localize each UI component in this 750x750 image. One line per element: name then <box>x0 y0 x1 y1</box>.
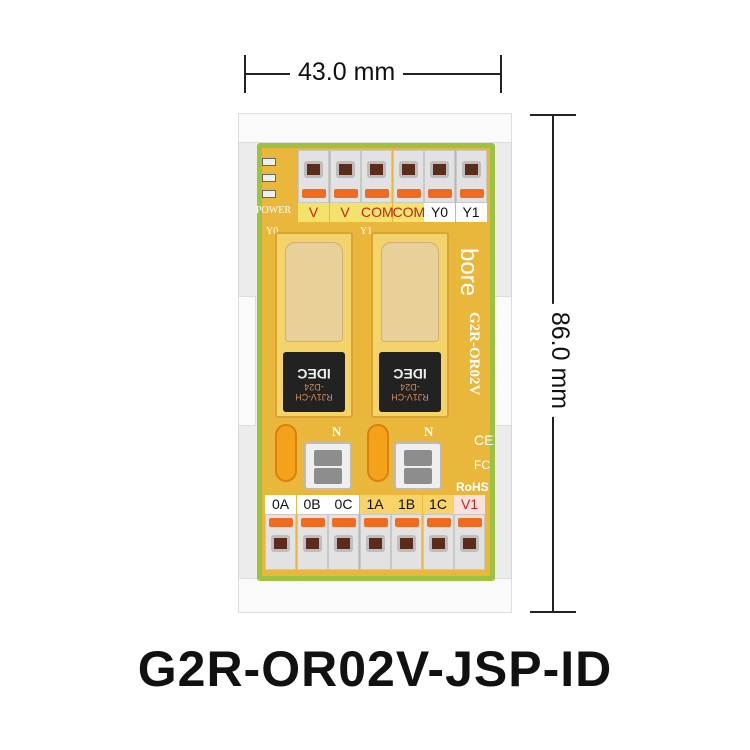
wire-hole <box>461 161 481 178</box>
wire-hole <box>430 161 449 178</box>
model-label: G2R-OR02V <box>466 312 482 396</box>
rail-side-left <box>238 296 256 426</box>
terminal-lever[interactable] <box>365 189 389 198</box>
terminal-label: V1 <box>454 495 485 514</box>
no-label: N <box>332 424 342 439</box>
wire-hole <box>367 161 386 178</box>
no-label: N <box>424 424 434 439</box>
terminal-label: Y0 <box>424 203 455 222</box>
fc-mark: FC <box>474 458 490 472</box>
terminal-slot[interactable] <box>296 514 328 570</box>
varistor <box>367 424 389 482</box>
terminal-slot[interactable] <box>391 514 422 570</box>
height-dimension-tick-bottom <box>530 611 576 613</box>
terminal-lever[interactable] <box>300 518 325 527</box>
terminal-label: Y1 <box>455 203 487 222</box>
brand-logo: bore <box>455 248 482 297</box>
wire-hole <box>365 535 385 552</box>
terminal-slot[interactable] <box>329 150 361 203</box>
terminal-label: V <box>298 203 329 222</box>
wire-hole <box>335 161 355 178</box>
wire-hole <box>397 535 416 552</box>
terminal-slot[interactable] <box>392 150 424 203</box>
wire-connector[interactable] <box>304 442 352 490</box>
product-title: G2R-OR02V-JSP-ID <box>137 641 613 697</box>
rail-clip-top <box>238 113 512 143</box>
varistor <box>275 424 297 482</box>
terminal-slot[interactable] <box>424 150 455 203</box>
terminal-lever[interactable] <box>363 518 388 527</box>
terminal-lever[interactable] <box>426 518 451 527</box>
terminal-lever[interactable] <box>396 189 421 198</box>
terminal-label: COM <box>392 203 426 222</box>
ce-mark: CE <box>474 432 494 448</box>
power-led-label: POWER <box>256 205 291 216</box>
rail-clip-bottom <box>238 578 512 613</box>
terminal-slot[interactable] <box>328 514 359 570</box>
terminal-slot[interactable] <box>422 514 454 570</box>
terminal-label: 1A <box>359 495 391 514</box>
wire-hole <box>428 535 448 552</box>
wire-hole <box>398 161 418 178</box>
terminal-lever[interactable] <box>333 189 358 198</box>
wire-hole <box>334 535 353 552</box>
terminal-label: 0A <box>265 495 296 514</box>
status-led <box>262 174 276 182</box>
terminal-label: 1C <box>422 495 454 514</box>
terminal-lever[interactable] <box>302 189 326 198</box>
terminal-label: 0C <box>328 495 359 514</box>
relay-cover <box>285 242 343 342</box>
wire-hole <box>271 535 290 552</box>
rohs-mark: RoHS <box>456 480 489 494</box>
led-label-y1: Y1 <box>360 226 373 237</box>
width-dimension-tick-right <box>500 55 502 93</box>
terminal-slot[interactable] <box>298 150 329 203</box>
terminal-label: V <box>329 203 361 222</box>
terminal-slot[interactable] <box>361 150 392 203</box>
terminal-lever[interactable] <box>459 189 484 198</box>
terminal-slot[interactable] <box>265 514 296 570</box>
led-label-y0: Y0 <box>266 226 279 237</box>
status-led <box>262 158 276 166</box>
wire-connector[interactable] <box>394 442 442 490</box>
wire-hole <box>302 535 322 552</box>
terminal-lever[interactable] <box>395 518 419 527</box>
wire-hole <box>304 161 323 178</box>
terminal-slot[interactable] <box>454 514 485 570</box>
height-dimension-label: 86.0 mm <box>545 303 575 418</box>
wire-hole <box>460 535 479 552</box>
terminal-lever[interactable] <box>332 518 356 527</box>
terminal-label: COM <box>361 203 394 222</box>
relay-cover <box>381 242 439 342</box>
rail-side-right <box>494 296 512 426</box>
terminal-lever[interactable] <box>269 518 293 527</box>
terminal-label: 1B <box>391 495 422 514</box>
terminal-lever[interactable] <box>428 189 452 198</box>
status-led <box>262 190 276 198</box>
terminal-slot[interactable] <box>359 514 391 570</box>
terminal-slot[interactable] <box>455 150 487 203</box>
terminal-label: 0B <box>296 495 328 514</box>
width-dimension-label: 43.0 mm <box>290 58 404 87</box>
terminal-lever[interactable] <box>458 518 482 527</box>
